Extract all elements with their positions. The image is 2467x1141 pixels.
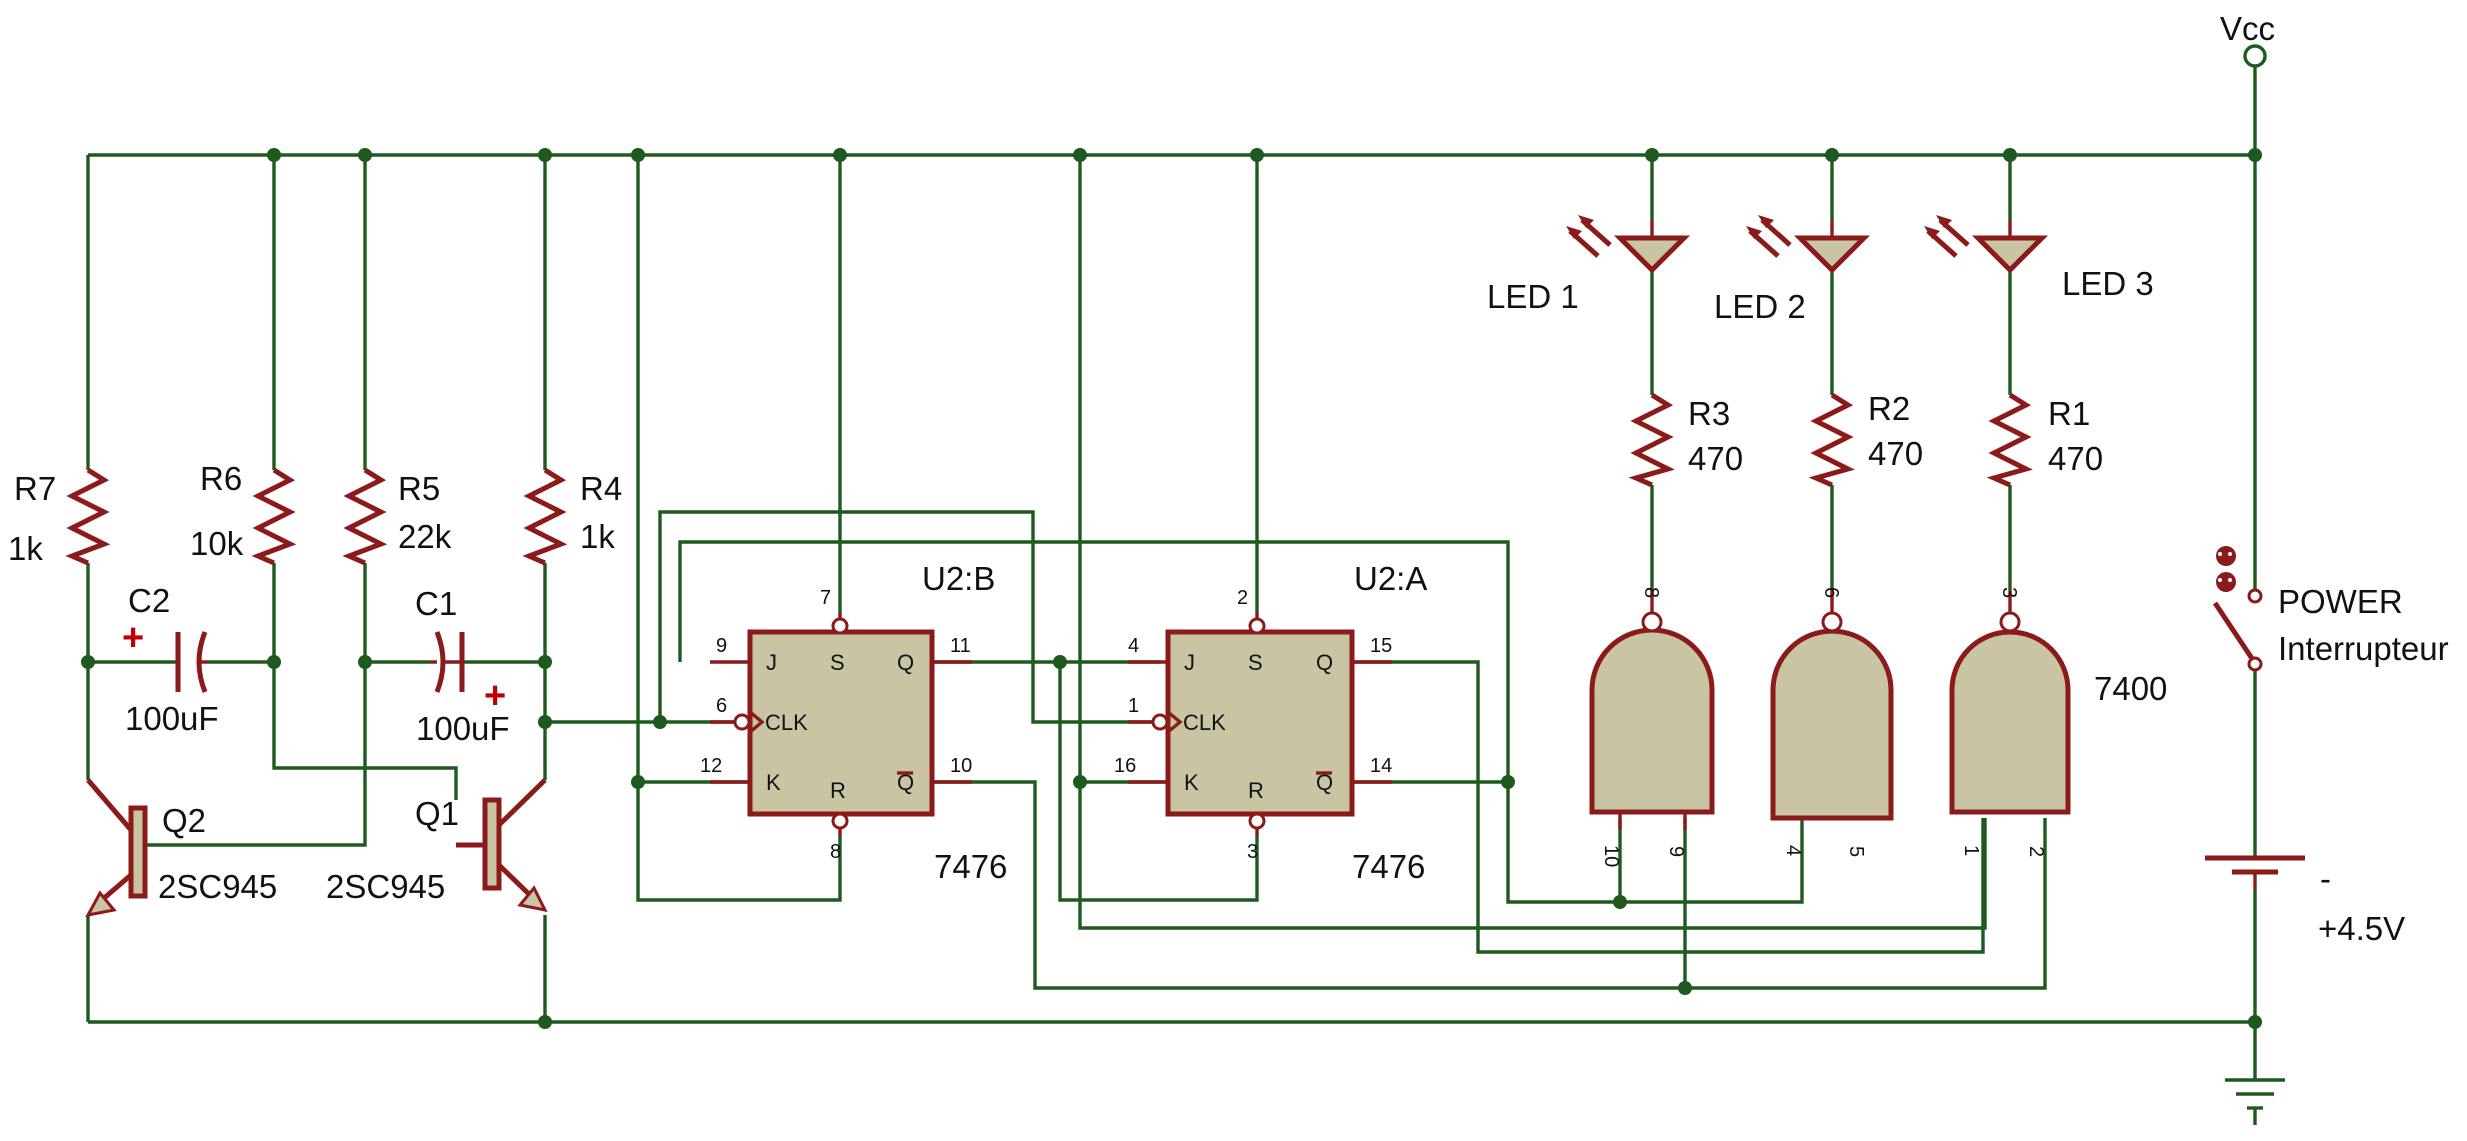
r7-label: R7 <box>14 470 56 507</box>
led3-label: LED 3 <box>2062 265 2154 302</box>
led1-label: LED 1 <box>1487 278 1579 315</box>
r7-value: 1k <box>8 530 43 567</box>
q2-value: 2SC945 <box>158 868 277 905</box>
r5-value: 22k <box>398 518 452 555</box>
junction-dots <box>81 148 2262 1029</box>
c2-polarity: + <box>122 617 144 659</box>
c1-label: C1 <box>415 585 457 622</box>
led-2: LED 2 <box>1714 215 1871 325</box>
g3-pin-3: 3 <box>1998 587 2020 598</box>
capacitor-c1: + C1 100uF <box>415 585 510 747</box>
u2b-k-label: K <box>766 770 781 795</box>
g2-pin-6: 6 <box>1820 587 1842 598</box>
q1-value: 2SC945 <box>326 868 445 905</box>
resistor-r1: R1 470 <box>1986 392 2103 488</box>
resistor-r4: R4 1k <box>522 467 622 566</box>
g1-pin-8: 8 <box>1640 587 1662 598</box>
u2b-j-label: J <box>766 650 777 675</box>
u2b-pin-11: 11 <box>950 635 971 657</box>
resistor-r7: R7 1k <box>8 467 111 567</box>
transistor-q1: Q1 2SC945 <box>326 778 548 913</box>
u2a-pin-2: 2 <box>1237 587 1248 609</box>
vcc-terminal: Vcc <box>2220 10 2275 68</box>
g2-pin-5: 5 <box>1845 846 1867 857</box>
r2-label: R2 <box>1868 390 1910 427</box>
r5-label: R5 <box>398 470 440 507</box>
u2a-type: 7476 <box>1352 848 1425 885</box>
switch-label: Interrupteur <box>2278 630 2449 667</box>
r3-value: 470 <box>1688 440 1743 477</box>
u2a-k-label: K <box>1184 770 1199 795</box>
u2b-pin-8: 8 <box>830 841 841 863</box>
resistor-r3: R3 470 <box>1628 392 1743 488</box>
vcc-label: Vcc <box>2220 10 2275 47</box>
c1-value: 100uF <box>416 710 510 747</box>
resistor-r6: R6 10k <box>190 460 297 566</box>
u2b-type: 7476 <box>934 848 1007 885</box>
u2a-qbar-label: Q <box>1316 770 1333 795</box>
battery: - +4.5V <box>2205 855 2405 947</box>
u2a-j-label: J <box>1184 650 1195 675</box>
q2-label: Q2 <box>162 802 206 839</box>
u2b-pin-6: 6 <box>716 695 727 717</box>
u2b-label: U2:B <box>922 560 995 597</box>
c1-polarity: + <box>484 675 506 717</box>
u2b-clk-label: CLK <box>765 710 808 735</box>
g1-pin-10: 10 <box>1600 845 1622 867</box>
u2b-pin-10: 10 <box>950 755 972 777</box>
u2a-pin-15: 15 <box>1370 635 1392 657</box>
u2a-pin-3: 3 <box>1247 841 1258 863</box>
u2a-pin-1: 1 <box>1128 695 1139 717</box>
u2b-q-label: Q <box>897 650 914 675</box>
u2b-r-label: R <box>830 778 846 803</box>
u2a-pin-16: 16 <box>1114 755 1136 777</box>
u2b-pin-9: 9 <box>716 635 727 657</box>
nand-gate-1: 8 10 9 <box>1589 587 1715 867</box>
g2-pin-4: 4 <box>1782 845 1804 856</box>
u2b-pin-12: 12 <box>700 755 722 777</box>
u2b-s-label: S <box>830 650 845 675</box>
r3-label: R3 <box>1688 395 1730 432</box>
u2b-pin-7: 7 <box>820 587 831 609</box>
c2-value: 100uF <box>125 700 219 737</box>
r1-label: R1 <box>2048 395 2090 432</box>
r6-value: 10k <box>190 525 244 562</box>
flip-flop-u2a: J S Q CLK K R Q 4 2 15 1 16 3 14 U2:A 74… <box>1114 560 1427 885</box>
led-3: LED 3 <box>1924 215 2154 302</box>
led2-label: LED 2 <box>1714 288 1806 325</box>
battery-minus: - <box>2320 860 2331 897</box>
nand-type: 7400 <box>2094 670 2167 707</box>
resistor-r5: R5 22k <box>342 467 452 566</box>
battery-voltage: +4.5V <box>2318 910 2405 947</box>
u2a-pin-4: 4 <box>1128 635 1139 657</box>
u2b-qbar-label: Q <box>897 770 914 795</box>
wires <box>86 66 2285 1110</box>
r1-value: 470 <box>2048 440 2103 477</box>
q1-label: Q1 <box>415 795 459 832</box>
u2a-pin-14: 14 <box>1370 755 1392 777</box>
u2a-label: U2:A <box>1354 560 1427 597</box>
power-switch[interactable]: POWER Interrupteur <box>2212 546 2449 672</box>
led-1: LED 1 <box>1487 215 1691 315</box>
g3-pin-2: 2 <box>2025 846 2047 857</box>
g1-pin-9: 9 <box>1665 846 1687 857</box>
nand-gate-3: 3 1 2 7400 <box>1949 587 2167 857</box>
flip-flop-u2b: J S Q CLK K R Q 9 7 11 6 12 8 10 U2:B 74… <box>700 560 1007 885</box>
r6-label: R6 <box>200 460 242 497</box>
u2a-s-label: S <box>1248 650 1263 675</box>
r4-value: 1k <box>580 518 615 555</box>
g3-pin-1: 1 <box>1960 845 1982 856</box>
capacitor-c2: + C2 100uF <box>122 582 219 737</box>
r2-value: 470 <box>1868 435 1923 472</box>
nand-gate-2: 6 4 5 <box>1770 587 1894 857</box>
power-label: POWER <box>2278 583 2403 620</box>
resistor-r2: R2 470 <box>1808 390 1923 488</box>
transistor-q2: Q2 2SC945 <box>85 778 277 918</box>
u2a-r-label: R <box>1248 778 1264 803</box>
u2a-q-label: Q <box>1316 650 1333 675</box>
u2a-clk-label: CLK <box>1183 710 1226 735</box>
r4-label: R4 <box>580 470 622 507</box>
c2-label: C2 <box>128 582 170 619</box>
